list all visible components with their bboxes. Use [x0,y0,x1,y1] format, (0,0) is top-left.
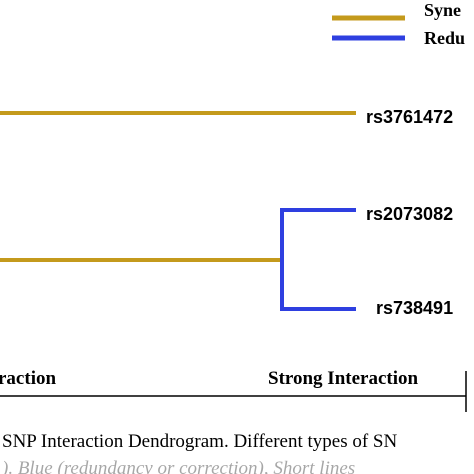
leaf-label-rs2073082: rs2073082 [366,204,453,224]
leaf-label-rs3761472: rs3761472 [366,107,453,127]
axis-strong-label: Strong Interaction [268,368,418,389]
legend-redundancy-label: Redu [424,28,465,48]
legend: Syne Redu [332,0,465,48]
leaf-label-rs738491: rs738491 [376,298,453,318]
interaction-axis: raction Strong Interaction [0,368,467,412]
legend-synergy-label: Syne [424,0,461,20]
caption-line-2: ). Blue (redundancy or correction), Shor… [1,458,355,474]
axis-weak-label: raction [0,368,56,389]
figure-caption: SNP Interaction Dendrogram. Different ty… [1,431,397,474]
caption-line-1: SNP Interaction Dendrogram. Different ty… [2,431,397,452]
leaf-labels: rs3761472 rs2073082 rs738491 [366,107,453,318]
dendrogram-branches [0,111,356,311]
